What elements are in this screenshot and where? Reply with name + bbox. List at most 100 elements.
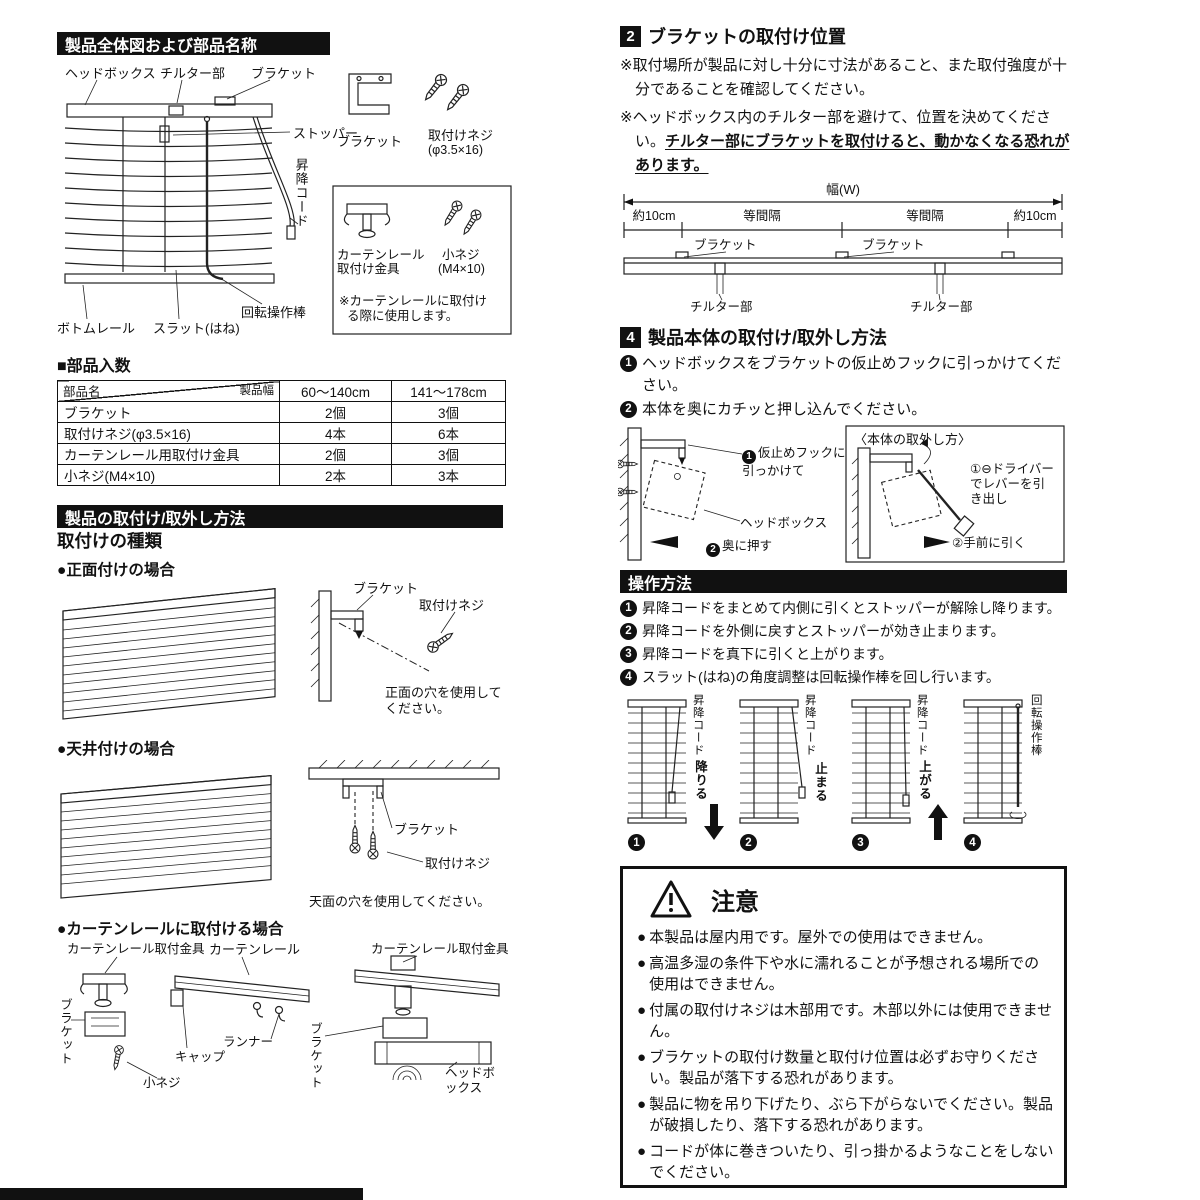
screw-icon [420,71,450,104]
operation-section-title: 操作方法 [628,575,693,593]
caution-item-text: 製品に物を吊り下げたり、ぶら下がらないでください。製品が破損したり、落下する恐れ… [649,1096,1054,1135]
install-section-title: 製品の取付け/取外し方法 [65,510,246,528]
bullet: ● [637,1096,647,1114]
removal-step-1: ①⊖ドライバーでレバーを引き出し [970,462,1054,506]
caution-box: 注意 ●本製品は屋内用です。屋外での使用はできません。 ●高温多湿の条件下や水に… [620,866,1067,1188]
op-step-2-text: 昇降コードを外側に戻すとストッパーが効き止まります。 [642,623,1005,639]
op-diagram-2: 昇降コード 止まる 2 [738,692,838,851]
op-diagram-1-number: 1 [628,834,645,851]
bullet: ● [637,954,647,972]
caution-item: ●コードが体に巻きついたり、引っ掛かるようなことをしないでください。 [637,1141,1054,1184]
parts-count-title: ■部品入数 [57,358,131,375]
ceiling-mount-art [60,760,500,899]
push-label-number: 2 [706,543,720,557]
operation-diagrams: 昇降コード 降りる 1 昇降コード 止まる 2 [620,692,1067,854]
op-step-3-text: 昇降コードを真下に引くと上がります。 [642,646,893,662]
bracket-label: ブラケット [251,66,317,81]
section-4-number: 4 [620,326,641,348]
section-4-header: 4 製品本体の取付け/取外し方法 [620,324,887,350]
rail-note-line1: ※カーテンレールに取付け [339,294,487,308]
attach-step-2-number: 2 [620,401,637,418]
curtain-rail-label: カーテンレール [209,942,301,957]
blind-perspective-drawing [60,774,272,899]
attach-step-2: 2 本体を奥にカチッと押し込んでください。 [620,399,1072,421]
tilter-label: チルター部 [160,66,226,81]
overview-art [64,71,512,335]
caution-item-text: 本製品は屋内用です。屋外での使用はできません。 [649,929,993,946]
tilter-label-2: チルター部 [910,300,973,314]
overview-section-title: 製品全体図および部品名称 [65,37,258,55]
overview-section-title-bar: 製品全体図および部品名称 [57,32,330,55]
attach-step-1: 1 ヘッドボックスをブラケットの仮止めフックに引っかけてください。 [620,353,1072,397]
ceiling-section-drawing [308,760,500,780]
rail-headbox-label: ヘッドボックス [445,1066,496,1095]
part-bracket-label: ブラケット [337,134,403,149]
column-header-141-178: 141〜178cm [391,380,506,402]
bracket-icon [348,73,392,115]
small-screw-icon [459,207,484,238]
part-name: 取付けネジ(φ3.5×16) [57,422,280,444]
rail-fitting-label-2: 取付け金具 [337,262,400,276]
small-screw-size-label: (M4×10) [438,262,485,276]
width-label: 幅(W) [826,182,860,197]
front-note-line2: ください。 [385,701,451,716]
op-step-3-number: 3 [620,646,637,663]
table-row: 取付けネジ(φ3.5×16) 4本 6本 [57,422,506,444]
note-tilter-warning: チルター部にブラケットを取付けると、動かなくなる恐れがあります。 [635,133,1070,174]
section-4-title: 製品本体の取付け/取外し方法 [648,328,887,348]
ceiling-mount-diagram: ブラケット 取付けネジ 天面の穴を使用してください。 [57,760,512,920]
attach-step-2-text: 本体を奥にカチッと押し込んでください。 [642,401,927,418]
attach-removal-art [618,425,1065,563]
op-diagram-1-art [627,699,724,840]
section-2-title: ブラケットの取付け位置 [648,27,846,47]
op-diagram-4-art [963,699,1027,824]
headbox-drawing [880,469,942,528]
caution-item-text: 付属の取付けネジは木部用です。木部以外には使用できません。 [649,1001,1053,1041]
op-step-4-text: スラット(はね)の角度調整は回転操作棒を回し行います。 [642,669,1000,685]
rail-mount-art [71,955,500,1081]
column-header-60-140: 60〜140cm [279,380,392,402]
part-qty-1: 2本 [279,464,392,486]
op-step-4: 4 スラット(はね)の角度調整は回転操作棒を回し行います。 [620,667,1000,687]
rail-with-headbox-drawing [354,955,500,1081]
overview-diagram: ヘッドボックス チルター部 ブラケット ストッパー 昇降コード 回転操作棒 ボト… [57,58,512,340]
part-qty-1: 2個 [279,443,392,465]
part-qty-2: 3個 [391,443,506,465]
table-row: カーテンレール用取付け金具 2個 3個 [57,443,506,465]
caution-item: ●高温多湿の条件下や水に濡れることが予想される場所での使用はできません。 [637,953,1054,996]
screw-icon [349,824,361,854]
rail-fitting-right-label: カーテンレール取付金具 [371,942,509,956]
bracket-side-drawing [330,610,364,639]
note-dimensions: ※取付場所が製品に対し十分に寸法があること、また取付強度が十分であることを確認し… [620,57,1067,98]
ceiling-bracket-label: ブラケット [394,822,460,837]
bracket-position-diagram: 幅(W) 約10cm 等間隔 等間隔 約10cm ブラケット ブラケット チルタ… [618,182,1068,324]
op-step-2-number: 2 [620,623,637,640]
segment-10cm-right-label: 約10cm [1013,209,1057,223]
corner-part-name-label: 部品名 [63,385,101,399]
blind-product-drawing [64,79,299,320]
op-diagram-2-number: 2 [740,834,757,851]
ceiling-note: 天面の穴を使用してください。 [309,894,491,909]
rail-mount-heading: ●カーテンレールに取付ける場合 [57,921,284,938]
part-name: ブラケット [57,401,280,423]
part-screw-size-label: (φ3.5×16) [428,143,484,157]
caution-item: ●付属の取付けネジは木部用です。木部以外には使用できません。 [637,1000,1054,1043]
front-note-line1: 正面の穴を使用して [385,685,502,700]
part-name: 小ネジ(M4×10) [57,464,280,486]
bracket-position-art [623,194,1063,301]
caution-item-text: ブラケットの取付け数量と取付け位置は必ずお守りください。製品が落下する恐れがあり… [649,1048,1040,1088]
bottom-rail-label: ボトムレール [57,321,136,336]
rotation-rod-label: 回転操作棒 [241,305,307,320]
blind-perspective-drawing [62,588,276,720]
part-qty-1: 2個 [279,401,392,423]
ceiling-screw-label: 取付けネジ [425,856,491,871]
parts-icons [332,71,512,335]
headbox-label: ヘッドボックス [65,66,156,81]
small-screw-icon [110,1044,125,1071]
bracket-icon [84,1011,126,1037]
table-row: ブラケット 2個 3個 [57,401,506,423]
curtain-rail-drawing [170,975,310,1022]
